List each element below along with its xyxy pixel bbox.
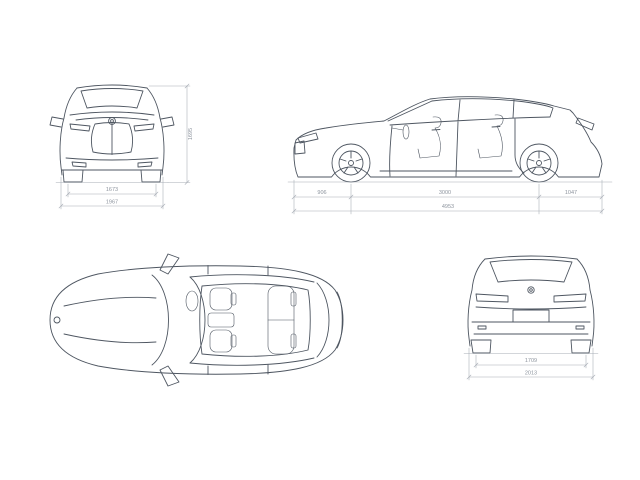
left-mirror bbox=[49, 116, 64, 128]
rear-car-outline bbox=[467, 255, 595, 354]
bmw-roundel-icon bbox=[527, 286, 535, 294]
front-dimension-lines: 1673 1967 1695 bbox=[55, 83, 194, 210]
side-front-tire bbox=[331, 143, 371, 183]
side-view: 906 3000 1047 4953 bbox=[287, 96, 613, 215]
dim-rear-width-label: 2013 bbox=[525, 371, 537, 377]
side-car-outline bbox=[293, 96, 603, 183]
kidney-grille bbox=[90, 122, 134, 155]
left-headlight bbox=[69, 123, 91, 132]
top-view bbox=[49, 253, 344, 387]
rear-right-wheel bbox=[570, 339, 592, 354]
dim-rear-overhang-label: 1047 bbox=[565, 190, 577, 196]
passenger-seat bbox=[209, 329, 233, 353]
dim-rear-track-label: 1709 bbox=[525, 358, 537, 364]
license-plate bbox=[512, 309, 550, 323]
bmw-roundel-icon bbox=[108, 117, 116, 125]
dim-front-height-label: 1695 bbox=[188, 128, 194, 140]
left-taillight bbox=[475, 293, 509, 303]
side-rear-tire bbox=[519, 143, 559, 183]
rear-view: 1709 2013 bbox=[463, 255, 599, 381]
top-car-outline bbox=[49, 253, 344, 387]
front-seat bbox=[417, 116, 442, 159]
rear-seat bbox=[477, 114, 504, 159]
center-console bbox=[207, 312, 235, 328]
dim-wheelbase-label: 3000 bbox=[439, 190, 451, 196]
side-dimension-lines: 906 3000 1047 4953 bbox=[287, 179, 613, 215]
right-headlight bbox=[133, 123, 155, 132]
steering-wheel bbox=[185, 290, 199, 312]
front-right-wheel bbox=[140, 169, 162, 183]
side-interior bbox=[391, 114, 504, 159]
dim-overall-length-label: 4953 bbox=[442, 204, 454, 210]
top-right-mirror bbox=[159, 365, 180, 387]
panoramic-roof bbox=[199, 283, 311, 357]
top-left-mirror bbox=[159, 253, 180, 275]
rear-left-wheel bbox=[470, 339, 492, 354]
rear-window bbox=[489, 259, 573, 283]
rear-dimension-lines: 1709 2013 bbox=[463, 347, 599, 381]
front-left-wheel bbox=[62, 169, 84, 183]
dim-front-overhang-label: 906 bbox=[317, 190, 326, 196]
side-headlight bbox=[297, 132, 319, 144]
dim-front-track-label: 1673 bbox=[106, 187, 118, 193]
front-view: 1673 1967 1695 bbox=[49, 83, 194, 210]
front-car-outline bbox=[49, 84, 175, 183]
steering-wheel bbox=[402, 124, 410, 140]
side-grille bbox=[294, 140, 306, 155]
right-mirror bbox=[160, 116, 175, 128]
driver-seat bbox=[209, 287, 233, 311]
right-taillight bbox=[553, 293, 587, 303]
dim-front-width-label: 1967 bbox=[106, 200, 118, 206]
side-taillight bbox=[575, 117, 595, 131]
bmw-roundel-icon bbox=[53, 316, 61, 324]
top-interior bbox=[185, 285, 297, 355]
